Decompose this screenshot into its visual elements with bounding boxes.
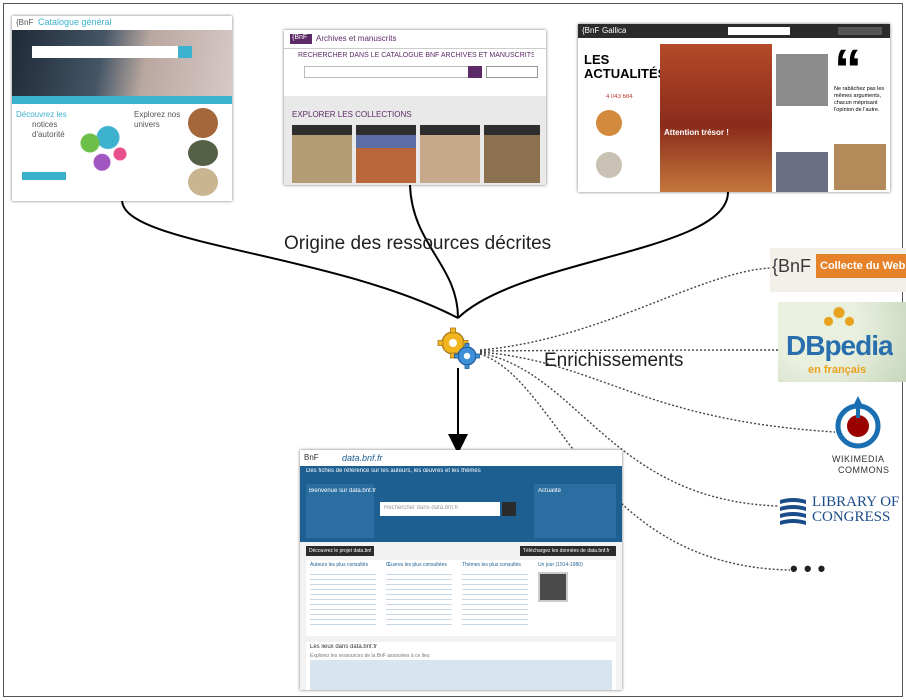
enrich-curve-dbpedia [479, 349, 779, 352]
databnf-map-subtitle: Explorez les ressources de la BnF associ… [310, 653, 430, 659]
gallica-logo: {BnF [582, 26, 600, 35]
databnf-discover-button [306, 546, 374, 556]
archives-collection-1 [292, 125, 352, 183]
gallica-count: 4 043 684 [606, 94, 633, 100]
gallica-screenshot: {BnF Gallica LES ACTUALITÉS 4 043 684 At… [578, 24, 890, 192]
origin-label: Origine des ressources décrites [284, 233, 552, 254]
catalogue-button [22, 172, 66, 180]
databnf-download-label: Téléchargez les données de data.bnf.fr [523, 548, 610, 554]
dbpedia-subtitle: en français [808, 364, 867, 376]
gallica-portrait-1 [596, 110, 622, 136]
gallica-quote-mark: “ [834, 37, 862, 100]
gallica-heading-2: ACTUALITÉS [584, 66, 667, 81]
enrichment-label: Enrichissements [544, 350, 684, 371]
loc-line1: LIBRARY OF [812, 494, 900, 510]
archives-screenshot: {BnF Archives et manuscrits RECHERCHER D… [284, 30, 546, 185]
databnf-download-button [520, 546, 616, 556]
dbpedia-logo: DBpedia en français [778, 302, 906, 382]
catalogue-left-heading-2: notices [32, 120, 58, 129]
databnf-col-lines-3 [462, 570, 528, 626]
web-archive-title: Collecte du Web [820, 260, 906, 272]
gallica-title: Gallica [602, 26, 627, 35]
catalogue-logo: {BnF [16, 18, 34, 27]
databnf-col3: Thèmes les plus consultés [462, 562, 521, 568]
archives-advanced-button [486, 66, 538, 78]
databnf-site: data.bnf.fr [342, 453, 383, 463]
enrich-curve-loc [479, 352, 779, 507]
archives-explore-heading: EXPLORER LES COLLECTIONS [292, 110, 412, 119]
catalogue-hero-image [12, 30, 232, 102]
catalogue-left-heading-3: d'autorité [32, 130, 65, 139]
databnf-search-placeholder: Rechercher dans data.bnf.fr [384, 505, 459, 511]
origin-curve-archives [409, 184, 459, 319]
gallica-feature-image [660, 44, 772, 192]
enrich-curve-web [479, 267, 771, 351]
wikimedia-commons-icon [835, 396, 881, 449]
loc-logo: LIBRARY OF CONGRESS [778, 494, 906, 528]
gallica-quote: Ne rabâchez pas les mêmes arguments, cha… [834, 86, 885, 113]
gallica-photo-top [776, 54, 828, 106]
catalogue-search-bar [32, 46, 192, 58]
catalogue-search-button [178, 46, 192, 58]
loc-line2: CONGRESS [812, 509, 891, 525]
databnf-discover-label: Découvrez le projet data.bnf.fr [309, 548, 371, 554]
dbpedia-network-icon [824, 306, 854, 328]
gallica-caption: Attention trésor ! [664, 128, 729, 137]
enrich-curve-wikimedia [479, 351, 836, 433]
gears-icon [436, 326, 482, 372]
archives-collection-4 [484, 125, 540, 183]
archives-search-button [468, 66, 482, 78]
web-archive-bnf: {BnF [772, 256, 812, 276]
archives-logo: {BnF [292, 34, 308, 41]
databnf-col-lines-1 [310, 570, 376, 626]
databnf-logo: BnF [304, 453, 319, 462]
loc-flag-icon [780, 498, 806, 525]
catalogue-screenshot: {BnF Catalogue général Découvrez les not… [12, 16, 232, 201]
catalogue-title: Catalogue général [38, 17, 112, 27]
catalogue-universe-2 [188, 140, 218, 166]
databnf-col-lines-2 [386, 570, 452, 626]
databnf-map-title: Les lieux dans data.bnf.fr [310, 644, 378, 650]
databnf-col4: Un jour (1914-1980) [538, 562, 583, 568]
archives-collection-3 [420, 125, 480, 183]
databnf-news: Actualité [538, 488, 562, 494]
wikimedia-line2: COMMONS [838, 465, 890, 475]
databnf-search-input: Rechercher dans data.bnf.fr [380, 502, 500, 516]
archives-collection-2 [356, 125, 416, 183]
gallica-heading-1: LES [584, 52, 610, 67]
databnf-col1: Auteurs les plus consultés [310, 562, 369, 568]
databnf-banner-text: Des fiches de référence sur les auteurs,… [306, 468, 481, 474]
gallica-search-bar [728, 27, 790, 35]
catalogue-left-heading: Découvrez les [16, 110, 67, 119]
databnf-welcome: Bienvenue sur data.bnf.fr [309, 488, 377, 494]
more-sources-ellipsis: • • • [790, 556, 826, 581]
databnf-map [310, 660, 612, 690]
databnf-search-button [502, 502, 516, 516]
web-archive-logo: {BnF Collecte du Web [770, 248, 906, 292]
catalogue-universe-3 [188, 168, 218, 196]
gallica-photo-bottom [776, 152, 828, 192]
archives-search-bar [304, 66, 482, 78]
catalogue-universe-1 [188, 108, 218, 138]
catalogue-right-heading: Explorez nos [134, 110, 181, 119]
databnf-record-image [538, 572, 568, 602]
origin-curve-catalogue [121, 199, 459, 319]
databnf-screenshot: BnF data.bnf.fr Des fiches de référence … [300, 450, 622, 690]
catalogue-bubbles [72, 121, 132, 176]
dbpedia-title: DBpedia [786, 330, 893, 361]
catalogue-right-heading-2: univers [134, 120, 160, 129]
gallica-quote-image [834, 144, 886, 190]
archives-search-heading: RECHERCHER DANS LE CATALOGUE BNF ARCHIVE… [298, 52, 534, 59]
origin-curve-gallica [457, 191, 729, 319]
wikimedia-logo: WIKIMEDIA COMMONS [826, 392, 890, 480]
databnf-col2: Œuvres les plus consultées [386, 562, 447, 568]
gallica-portrait-2 [596, 152, 622, 178]
wikimedia-line1: WIKIMEDIA [832, 454, 885, 464]
archives-title: Archives et manuscrits [316, 34, 397, 43]
